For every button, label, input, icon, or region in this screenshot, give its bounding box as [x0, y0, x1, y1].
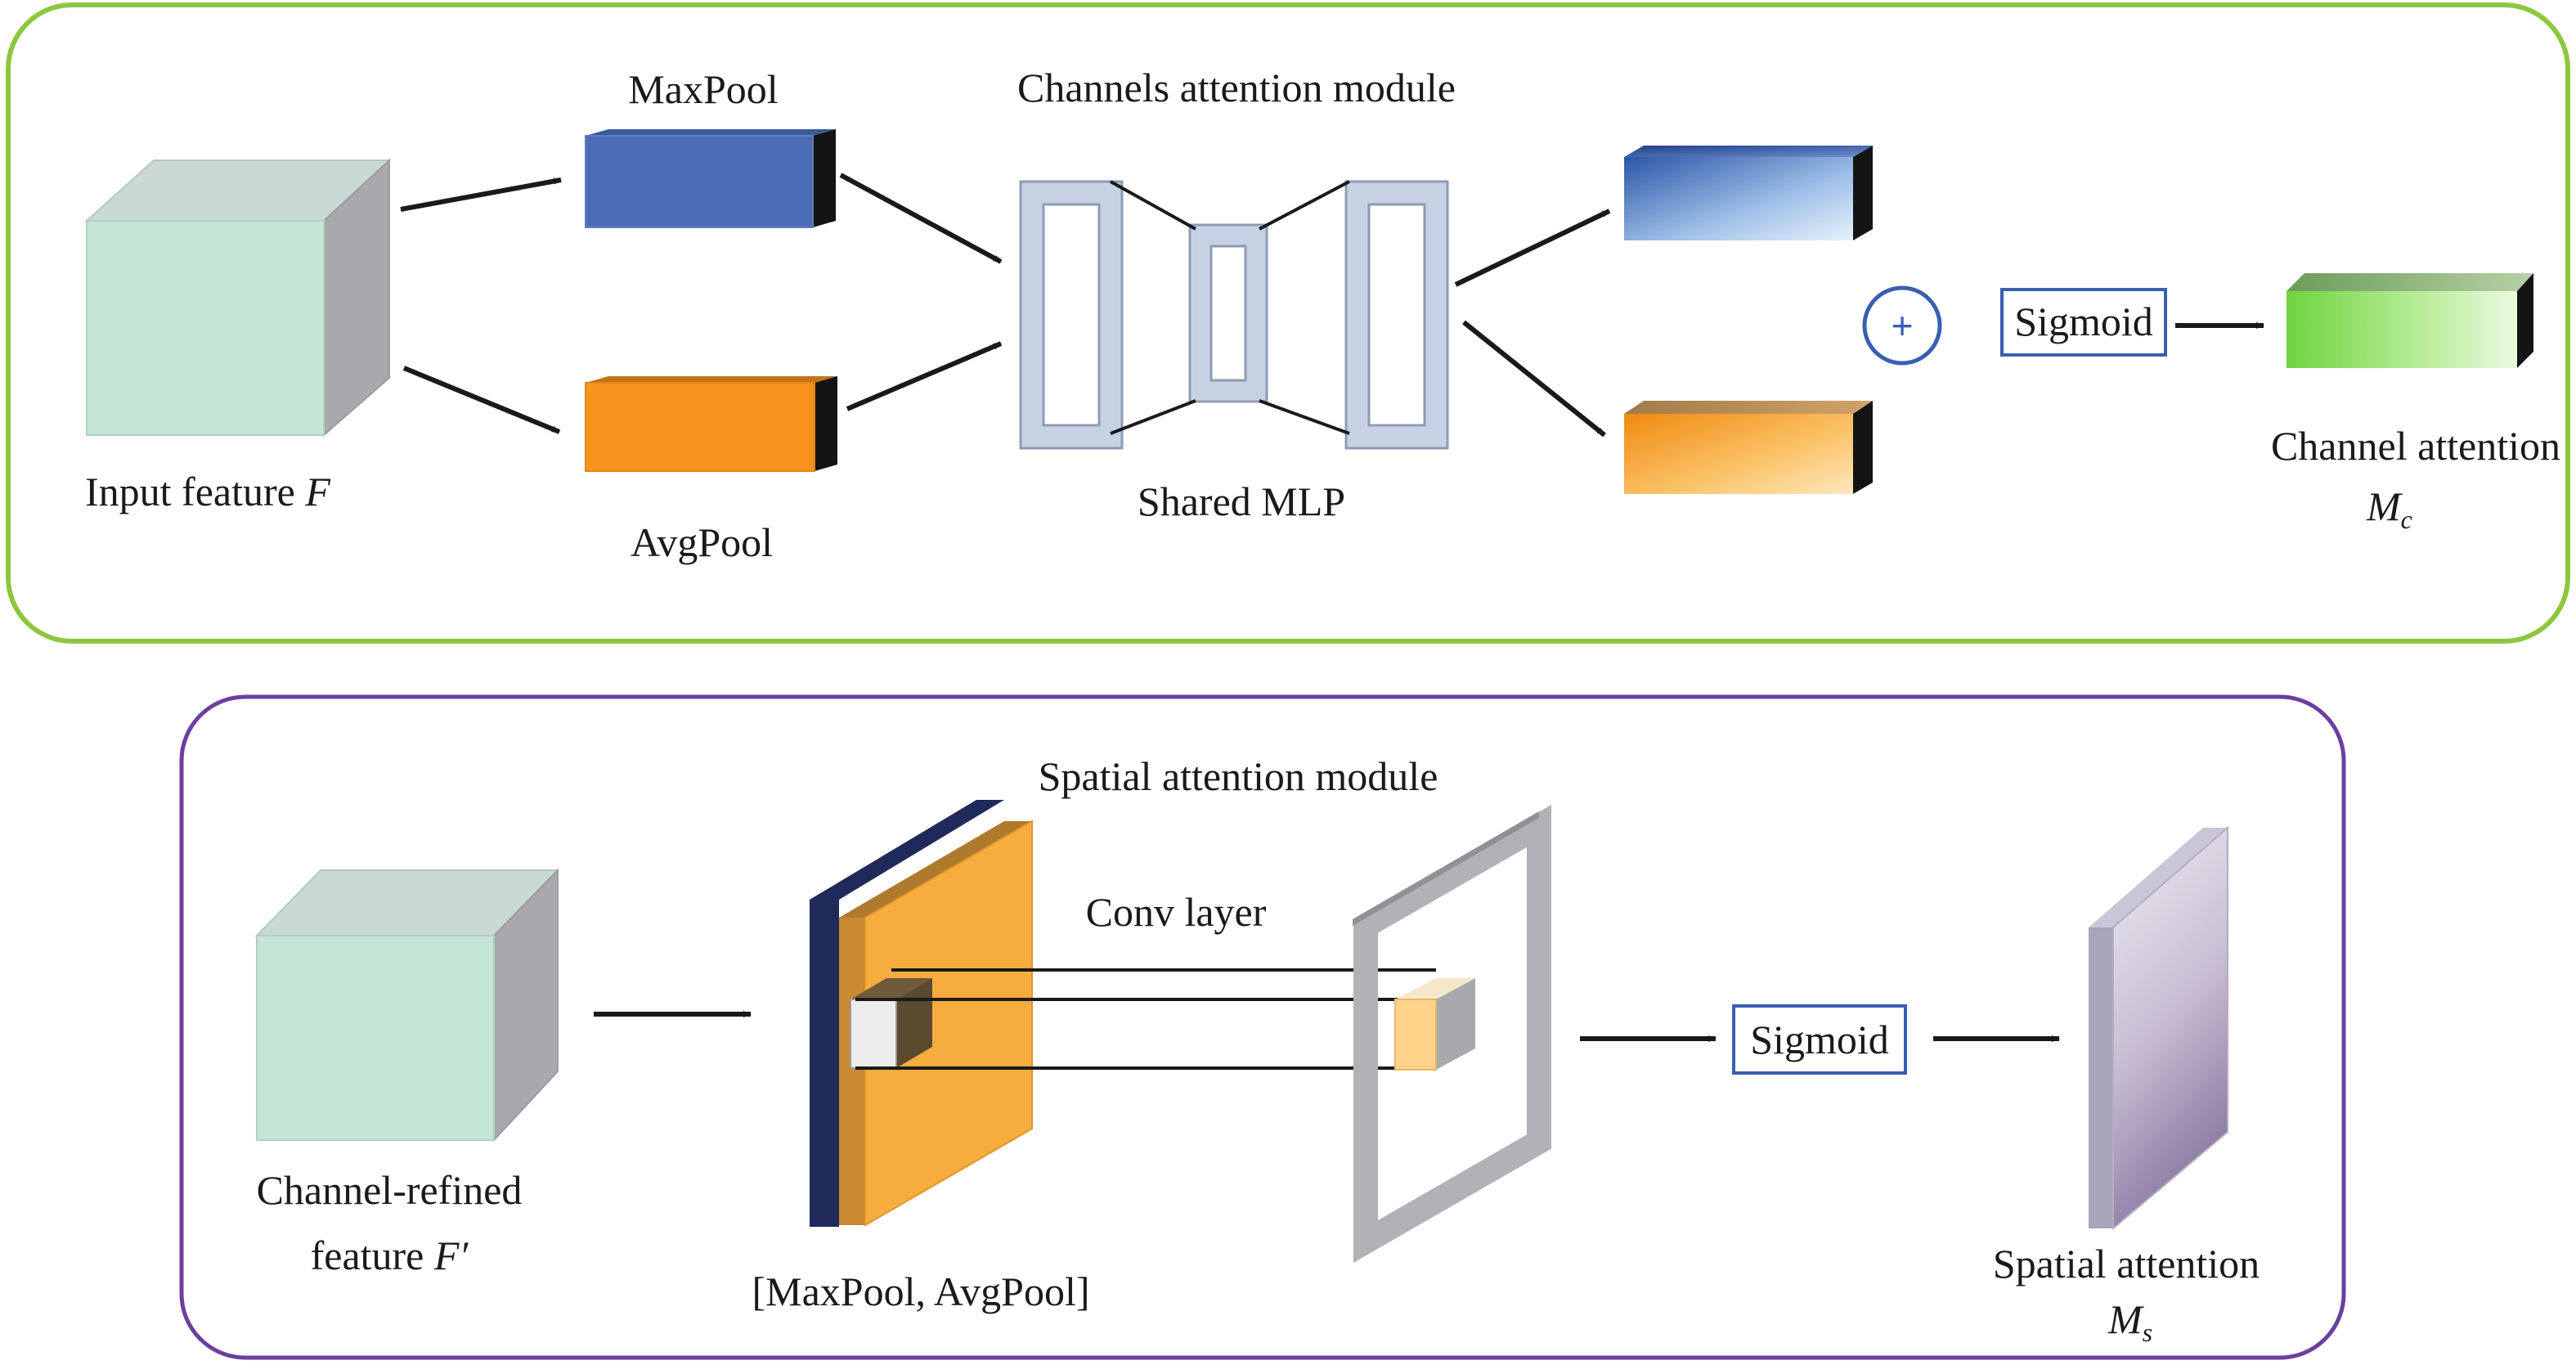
arrow-mlp-to-blue-output [1454, 209, 1611, 287]
arrow-input-to-avgpool [402, 366, 561, 434]
spatial-sigmoid-label: Sigmoid [1750, 1017, 1888, 1062]
channel-attention-bar [2287, 273, 2533, 368]
arrow-mlp-to-orange-output [1462, 320, 1606, 438]
channel-attention-label: Channel attention [2271, 423, 2560, 469]
input-feature-cube [84, 158, 392, 438]
avgpool-bar [585, 376, 837, 472]
conv-connection-lines [855, 968, 1436, 1070]
spatial-module-border [179, 694, 2346, 1360]
pooled-maps-label: [MaxPool, AvgPool] [752, 1268, 1090, 1314]
input-feature-label: Input feature F [85, 469, 330, 514]
sum-symbol: + [1892, 304, 1914, 347]
channel-refined-feature-cube [254, 868, 560, 1143]
shared-mlp-label: Shared MLP [1138, 478, 1345, 524]
pooled-maps [810, 800, 1033, 1227]
channel-refined-label-line1: Channel-refined [257, 1167, 523, 1213]
spatial-sigmoid-box: Sigmoid [1732, 1004, 1907, 1075]
conv-layer-label: Conv layer [1086, 889, 1267, 935]
channel-module-title: Channels attention module [1017, 65, 1456, 110]
channel-sigmoid-box: Sigmoid [2000, 288, 2167, 357]
conv-output-frame [1353, 805, 1551, 1263]
arrow-maxpool-to-mlp [839, 173, 1003, 264]
arrow-input-to-maxpool [400, 177, 562, 212]
channel-module-border [6, 2, 2570, 644]
maxpool-bar [585, 129, 836, 228]
mlp-output-avgpool-bar [1624, 401, 1873, 494]
spatial-attention-symbol: Ms [2107, 1296, 2152, 1347]
maxpool-label: MaxPool [628, 66, 778, 112]
mlp-output-maxpool-bar [1624, 146, 1873, 240]
spatial-attention-map [2089, 825, 2228, 1231]
spatial-module-title: Spatial attention module [1039, 753, 1438, 799]
spatial-attention-label: Spatial attention [1993, 1241, 2260, 1286]
shared-mlp [1019, 180, 1449, 450]
arrow-avgpool-to-mlp [846, 341, 1003, 411]
channel-sigmoid-label: Sigmoid [2014, 299, 2152, 344]
channel-refined-label-line2: feature F′ [311, 1233, 469, 1278]
avgpool-label: AvgPool [631, 519, 773, 565]
element-wise-sum: + [1862, 285, 1942, 366]
channel-attention-symbol: Mc [2366, 483, 2412, 534]
